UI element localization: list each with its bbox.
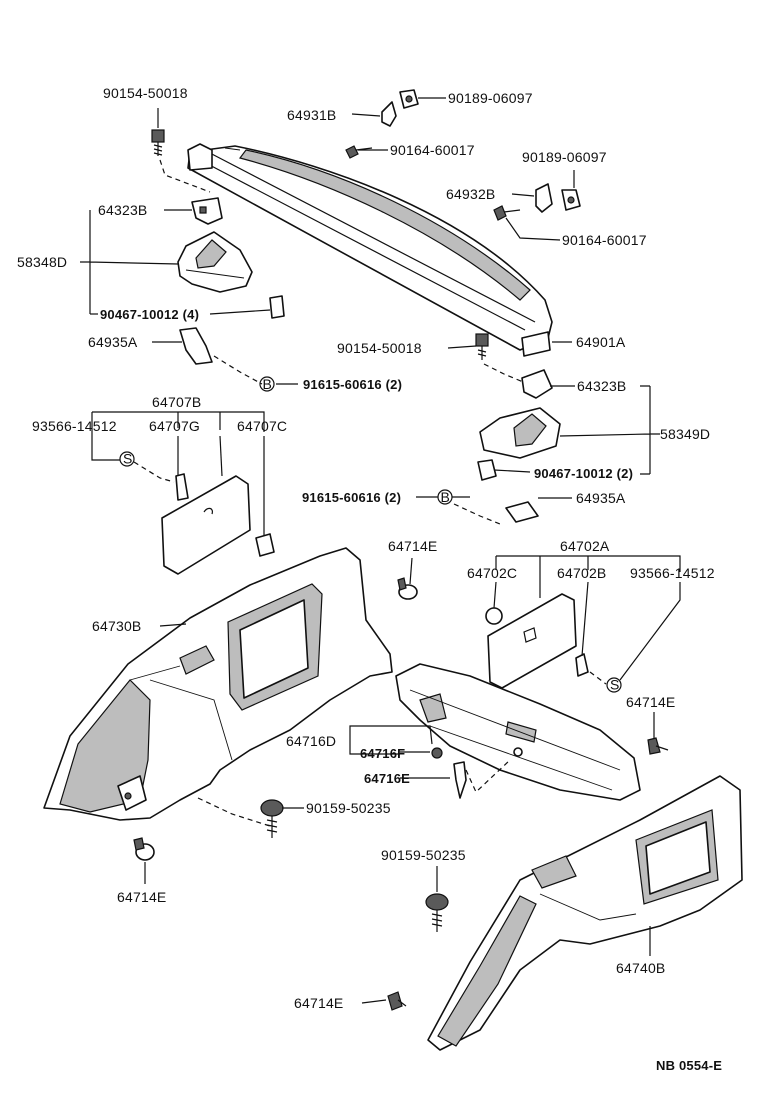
trim-64740B — [427, 775, 743, 1051]
door-64707G — [161, 475, 251, 575]
cover-58349D — [479, 407, 561, 459]
label-93566-14512-left: 93566-14512 — [32, 418, 117, 434]
label-64716D: 64716D — [286, 733, 336, 749]
clip-64702C — [485, 607, 503, 625]
label-64935A-right: 64935A — [576, 490, 626, 506]
label-64716E: 64716E — [364, 771, 410, 786]
label-64935A-left: 64935A — [88, 334, 138, 350]
screw-90164-60017-top — [345, 145, 373, 159]
label-64323B-left: 64323B — [98, 202, 147, 218]
label-90164-60017-top: 90164-60017 — [390, 142, 475, 158]
label-64932B: 64932B — [446, 186, 495, 202]
label-58349D: 58349D — [660, 426, 710, 442]
callout-s-text: S — [610, 677, 620, 693]
clip-64932B — [535, 183, 553, 213]
label-64714E-d: 64714E — [294, 995, 343, 1011]
label-64707C: 64707C — [237, 418, 287, 434]
bracket-64323B-left — [191, 197, 223, 225]
callout-s-text: S — [123, 451, 133, 467]
screw-90164-60017-right — [493, 205, 521, 221]
pin-64714E-c — [133, 837, 155, 861]
leader-lines — [80, 97, 681, 1004]
rear-panel-trim — [395, 663, 641, 801]
label-90189-06097-top: 90189-06097 — [448, 90, 533, 106]
callout-s-left: S — [119, 451, 135, 467]
pin-64714E-d — [387, 991, 407, 1011]
callout-b-text: B — [263, 376, 273, 392]
pin-64714E-a — [397, 577, 418, 600]
retainer-93566-14512-right — [575, 653, 589, 677]
callout-b-text: B — [441, 489, 451, 505]
label-64714E-c: 64714E — [117, 889, 166, 905]
label-64714E-a: 64714E — [388, 538, 437, 554]
label-64702A: 64702A — [560, 538, 610, 554]
callout-b-right: B — [437, 489, 453, 505]
clip-64931B — [381, 101, 397, 127]
callout-s-right: S — [606, 677, 622, 693]
cover-58348D — [177, 231, 253, 293]
label-93566-14512-right: 93566-14512 — [630, 565, 715, 581]
package-tray-trim — [187, 143, 553, 357]
label-58348D: 58348D — [17, 254, 67, 270]
bracket-64935A-left — [179, 327, 213, 365]
bracket-64935A-right — [505, 501, 539, 523]
bracket-90467-10012-right — [477, 459, 497, 481]
bolt-90159-50235-a — [260, 799, 284, 838]
label-64730B: 64730B — [92, 618, 141, 634]
label-64323B-right: 64323B — [577, 378, 626, 394]
clip-64716F — [431, 747, 443, 759]
label-64716F: 64716F — [360, 746, 405, 761]
callout-b-left: B — [259, 376, 275, 392]
label-64702B: 64702B — [557, 565, 606, 581]
label-64901A: 64901A — [576, 334, 626, 350]
reference-code: NB 0554-E — [656, 1058, 722, 1073]
label-64707G: 64707G — [149, 418, 200, 434]
label-64702C: 64702C — [467, 565, 517, 581]
label-64714E-b: 64714E — [626, 694, 675, 710]
label-90154-50018-mid: 90154-50018 — [337, 340, 422, 356]
nut-90189-06097-right — [561, 189, 581, 211]
pin-64714E-b — [647, 737, 669, 755]
bolt-90159-50235-b — [425, 893, 449, 932]
bracket-64323B-right — [521, 369, 553, 399]
label-90467-10012-right: 90467-10012 (2) — [534, 466, 633, 481]
label-90159-50235-a: 90159-50235 — [306, 800, 391, 816]
part-labels: 90154-50018 64931B 90189-06097 90164-600… — [17, 85, 722, 1073]
label-64740B: 64740B — [616, 960, 665, 976]
nut-90189-06097-top — [399, 89, 419, 109]
screw-90154-50018-top — [151, 129, 165, 156]
clip-64707C — [255, 533, 275, 557]
label-90159-50235-b: 90159-50235 — [381, 847, 466, 863]
label-90154-50018-top: 90154-50018 — [103, 85, 188, 101]
trim-64730B — [43, 547, 393, 821]
label-90164-60017-right: 90164-60017 — [562, 232, 647, 248]
retainer-93566-14512-left — [175, 473, 189, 501]
door-64702B — [487, 593, 577, 689]
label-90467-10012-left: 90467-10012 (4) — [100, 307, 199, 322]
bracket-90467-10012-left — [269, 295, 285, 319]
label-90189-06097-right: 90189-06097 — [522, 149, 607, 165]
label-91615-60616-right: 91615-60616 (2) — [302, 490, 401, 505]
label-91615-60616-left: 91615-60616 (2) — [303, 377, 402, 392]
screw-90154-50018-mid — [475, 333, 489, 360]
label-64931B: 64931B — [287, 107, 336, 123]
clip-64716E — [453, 761, 467, 799]
label-64707B: 64707B — [152, 394, 201, 410]
